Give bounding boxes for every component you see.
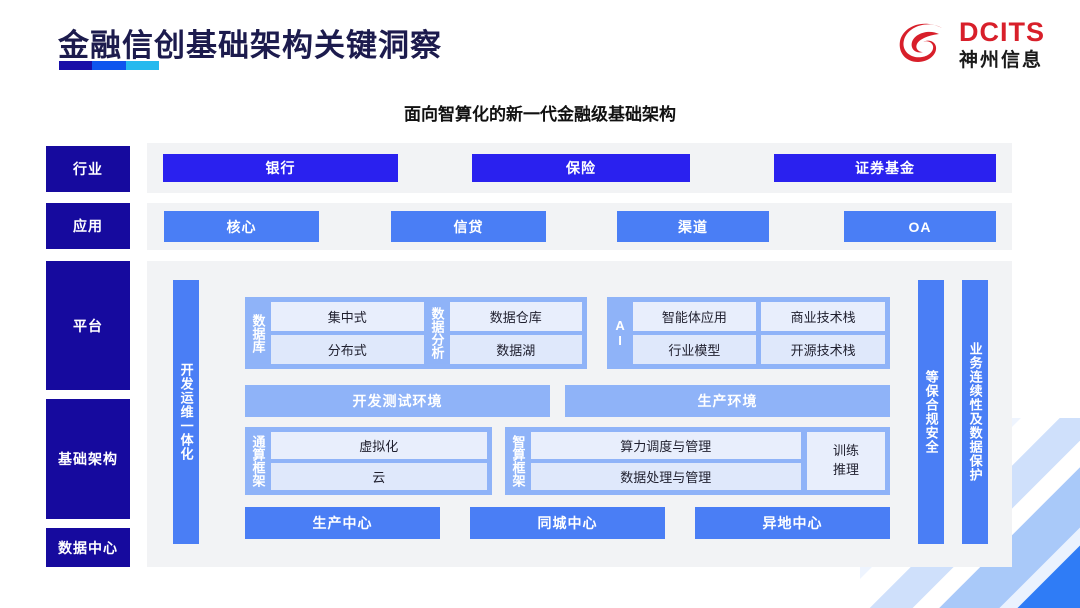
title-underline-accent: [59, 61, 159, 70]
cell-cloud[interactable]: 云: [270, 463, 487, 490]
application-chip-credit[interactable]: 信贷: [391, 211, 546, 242]
cell-compute-scheduling[interactable]: 算力调度与管理: [530, 432, 801, 459]
group-general-framework: 通算框架 虚拟化 云: [245, 427, 492, 495]
cell-centralized[interactable]: 集中式: [270, 302, 424, 331]
application-chip-core[interactable]: 核心: [164, 211, 319, 242]
group-ai-label: AI: [612, 318, 628, 348]
vertical-bar-continuity[interactable]: 业务连续性及数据保护: [962, 280, 988, 544]
training-label: 训练: [832, 443, 859, 459]
cell-data-processing[interactable]: 数据处理与管理: [530, 463, 801, 490]
cell-industry-model[interactable]: 行业模型: [632, 335, 757, 364]
group-data-analytics-label: 数据分析: [429, 307, 445, 359]
group-general-framework-label: 通算框架: [250, 435, 266, 487]
cell-opensource-stack[interactable]: 开源技术栈: [761, 335, 886, 364]
industry-chip-bank[interactable]: 银行: [163, 154, 398, 182]
cell-commercial-stack[interactable]: 商业技术栈: [761, 302, 886, 331]
group-database-label: 数据库: [250, 313, 266, 353]
vertical-bar-devops[interactable]: 开发运维一体化: [173, 280, 199, 544]
env-bar-production[interactable]: 生产环境: [565, 385, 890, 417]
logo-text-cn: 神州信息: [959, 49, 1044, 71]
env-bar-dev-test[interactable]: 开发测试环境: [245, 385, 550, 417]
logo-text-en: DCITS: [959, 16, 1045, 47]
sidebar-item-application[interactable]: 应用: [46, 203, 130, 249]
sidebar-item-platform[interactable]: 平台: [46, 261, 130, 390]
cell-data-lake[interactable]: 数据湖: [449, 335, 582, 364]
group-intelligent-framework-label: 智算框架: [510, 435, 526, 487]
company-logo: DCITS 神州信息: [898, 18, 1045, 70]
platform-row-panel: 开发运维一体化 等保合规安全 业务连续性及数据保护 数据库 集中式 分布式 数据…: [147, 261, 1012, 567]
sidebar-item-datacenter[interactable]: 数据中心: [46, 528, 130, 567]
sidebar-item-infrastructure[interactable]: 基础架构: [46, 399, 130, 519]
datacenter-chip-metro[interactable]: 同城中心: [470, 507, 665, 539]
group-ai: AI 智能体应用 商业技术栈 行业模型 开源技术栈: [607, 297, 890, 369]
industry-chip-insurance[interactable]: 保险: [472, 154, 690, 182]
cell-training-inference[interactable]: 训练 推理: [807, 432, 885, 490]
cell-virtualization[interactable]: 虚拟化: [270, 432, 487, 459]
vertical-bar-security[interactable]: 等保合规安全: [918, 280, 944, 544]
cell-data-warehouse[interactable]: 数据仓库: [449, 302, 582, 331]
industry-row-panel: 银行 保险 证券基金: [147, 143, 1012, 193]
cell-agent-application[interactable]: 智能体应用: [632, 302, 757, 331]
cell-distributed[interactable]: 分布式: [270, 335, 424, 364]
inference-label: 推理: [832, 462, 859, 477]
dcits-swirl-icon: [898, 18, 950, 70]
page-title: 金融信创基础架构关键洞察: [58, 28, 442, 63]
sidebar-item-industry[interactable]: 行业: [46, 146, 130, 192]
datacenter-chip-production[interactable]: 生产中心: [245, 507, 440, 539]
group-data-analytics: 数据分析 数据仓库 数据湖: [424, 297, 587, 369]
datacenter-chip-remote[interactable]: 异地中心: [695, 507, 890, 539]
slide-subtitle: 面向智算化的新一代金融级基础架构: [404, 105, 676, 124]
group-intelligent-framework: 智算框架 算力调度与管理 数据处理与管理 训练 推理: [505, 427, 890, 495]
application-chip-oa[interactable]: OA: [844, 211, 996, 242]
group-database: 数据库 集中式 分布式: [245, 297, 429, 369]
slide-header: 金融信创基础架构关键洞察 DCITS 神州信息: [0, 0, 1080, 92]
application-row-panel: 核心 信贷 渠道 OA: [147, 203, 1012, 250]
industry-chip-securities[interactable]: 证券基金: [774, 154, 996, 182]
application-chip-channel[interactable]: 渠道: [617, 211, 769, 242]
